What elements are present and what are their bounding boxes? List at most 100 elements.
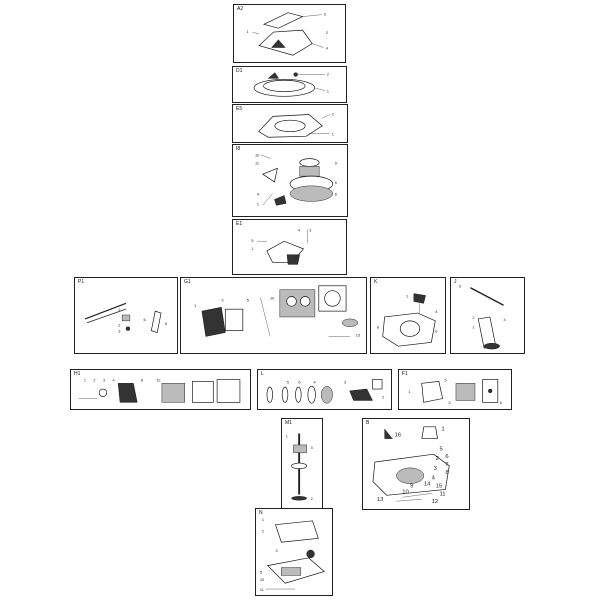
panel-b: B 16 1 5 6 2 7 3 8 4 9 10 14 15 11 12 13 (362, 418, 470, 510)
panel-e1: E1 5 1 3 4 (232, 219, 347, 275)
assembly-drawing: 3 4 1 2 (247, 12, 329, 56)
svg-text:1: 1 (472, 325, 474, 330)
panel-code: F1 (402, 371, 408, 377)
svg-text:4: 4 (314, 380, 316, 384)
svg-text:9: 9 (335, 160, 337, 165)
panel-d1: D1 2 1 (232, 66, 347, 103)
callout-11: 11 (439, 491, 445, 497)
svg-text:1: 1 (408, 390, 410, 394)
svg-text:4: 4 (435, 309, 438, 314)
panel-code: A2 (237, 6, 244, 12)
svg-text:6: 6 (298, 380, 300, 384)
callout-2: 2 (436, 456, 439, 462)
svg-text:5: 5 (260, 569, 262, 574)
svg-text:5: 5 (247, 297, 249, 302)
callout-7: 7 (445, 462, 448, 468)
svg-text:1: 1 (194, 303, 196, 308)
callout-16: 16 (394, 433, 401, 439)
svg-text:1: 1 (332, 132, 334, 136)
svg-text:1: 1 (257, 201, 259, 206)
svg-text:10: 10 (255, 153, 259, 158)
svg-text:1: 1 (406, 293, 408, 298)
assembly-drawing: 16 1 5 6 2 7 3 8 4 9 10 14 15 11 12 13 (372, 426, 450, 505)
svg-text:6: 6 (335, 192, 337, 197)
assembly-drawing: 10 11 4 1 9 5 6 (255, 153, 337, 207)
svg-text:4: 4 (326, 46, 329, 50)
svg-text:3: 3 (448, 401, 450, 405)
svg-text:6: 6 (435, 329, 437, 334)
svg-text:4: 4 (298, 229, 301, 233)
panel-code: E1 (236, 221, 243, 227)
svg-text:3: 3 (103, 378, 105, 382)
panel-code: B (366, 420, 370, 426)
panel-p1: P1 1 2 3 5 6 (74, 277, 178, 354)
svg-text:1: 1 (286, 434, 288, 438)
assembly-drawing: 1 2 3 4 8 12 (78, 378, 241, 403)
svg-text:11: 11 (255, 160, 259, 165)
svg-text:6: 6 (500, 401, 502, 405)
svg-text:8: 8 (141, 378, 143, 382)
panel-code: K (374, 279, 378, 285)
panel-h1: H1 1 2 3 4 8 12 (70, 369, 251, 410)
panel-k: K 1 4 6 8 (370, 277, 446, 354)
svg-text:12: 12 (156, 378, 160, 382)
svg-text:5: 5 (335, 180, 337, 185)
callout-13: 13 (377, 497, 384, 503)
assembly-drawing: 2 1 (258, 112, 334, 138)
svg-text:4: 4 (257, 192, 260, 197)
assembly-drawing: 5 1 3 4 (251, 229, 311, 265)
svg-text:8: 8 (377, 325, 379, 330)
svg-text:10: 10 (260, 577, 264, 582)
panel-code: P1 (78, 279, 85, 285)
panel-code: M1 (285, 420, 292, 426)
assembly-drawing: 1 2 3 5 10 11 (260, 517, 325, 592)
panel-g1: G1 1 3 5 10 15 (180, 277, 367, 354)
callout-6: 6 (445, 454, 448, 460)
svg-text:2: 2 (382, 396, 384, 400)
svg-text:15: 15 (356, 332, 360, 337)
panel-code: E5 (236, 106, 243, 112)
assembly-drawing: 3 2 1 4 (459, 284, 507, 350)
callout-3: 3 (434, 466, 437, 472)
svg-text:5: 5 (445, 378, 447, 382)
svg-text:5: 5 (287, 380, 289, 384)
svg-text:3: 3 (459, 284, 461, 289)
assembly-drawing: 1 2 3 5 6 (84, 302, 167, 334)
callout-8: 8 (445, 470, 448, 476)
callout-5: 5 (439, 446, 443, 452)
callout-10: 10 (402, 489, 409, 495)
callout-4: 4 (432, 476, 436, 482)
panel-code: I8 (236, 146, 241, 152)
panel-l: L 5 6 4 3 2 (257, 369, 392, 410)
svg-text:3: 3 (118, 329, 120, 334)
callout-14: 14 (424, 482, 431, 488)
panel-e5: E5 2 1 (232, 104, 348, 143)
svg-text:3: 3 (311, 446, 313, 450)
svg-text:4: 4 (504, 317, 507, 322)
assembly-drawing: 5 6 4 3 2 (266, 379, 384, 404)
svg-text:2: 2 (118, 323, 120, 328)
assembly-drawing: 1 3 2 (286, 433, 313, 501)
svg-text:1: 1 (118, 307, 120, 312)
svg-text:2: 2 (326, 31, 328, 35)
svg-text:2: 2 (93, 378, 95, 382)
svg-text:2: 2 (327, 73, 329, 77)
panel-code: H1 (74, 371, 81, 377)
callout-12: 12 (432, 499, 439, 505)
panel-m1: M1 1 3 2 (281, 418, 323, 510)
panel-j: J 3 2 1 4 (450, 277, 525, 354)
svg-text:1: 1 (247, 30, 249, 34)
svg-text:2: 2 (262, 529, 264, 534)
svg-text:3: 3 (344, 380, 346, 384)
assembly-drawing: 1 5 3 6 (408, 378, 502, 405)
panel-code: N (259, 510, 263, 516)
svg-text:1: 1 (84, 378, 86, 382)
svg-text:1: 1 (262, 517, 264, 522)
callout-9: 9 (410, 483, 413, 489)
callout-1: 1 (441, 427, 444, 433)
svg-text:1: 1 (327, 90, 329, 94)
assembly-drawing: 1 3 5 10 15 (194, 285, 360, 337)
panel-code: L (261, 371, 264, 377)
svg-text:2: 2 (472, 315, 474, 320)
svg-text:5: 5 (251, 239, 253, 243)
